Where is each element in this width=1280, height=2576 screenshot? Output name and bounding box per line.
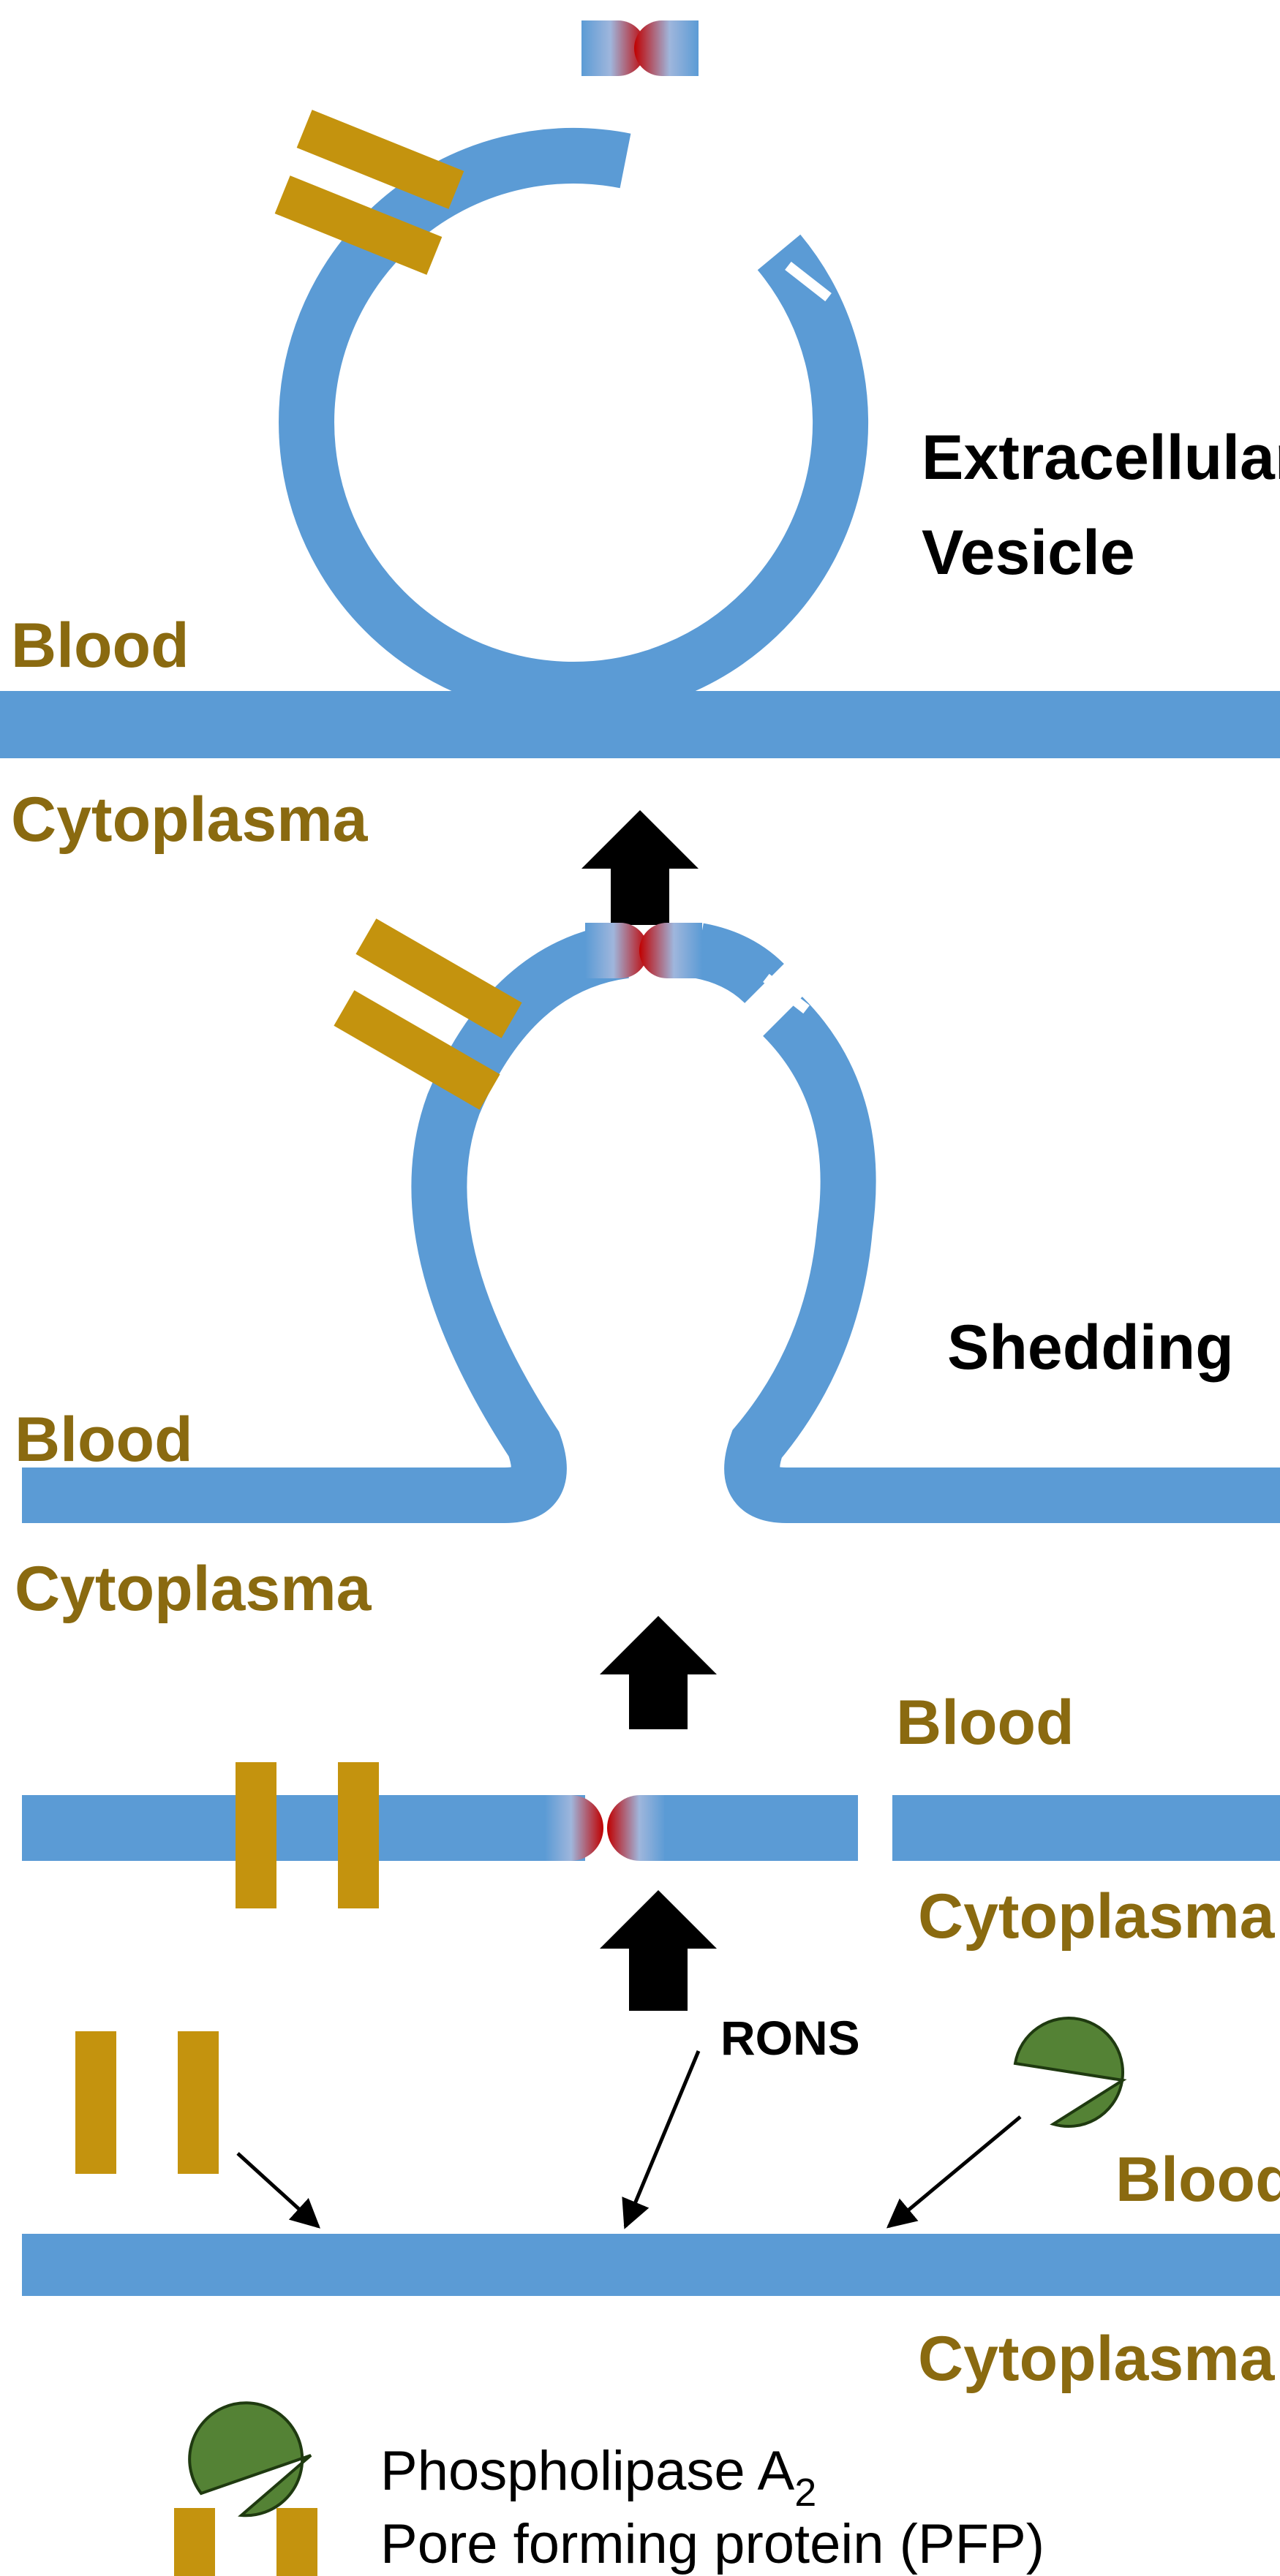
progress-arrow xyxy=(600,1616,717,1729)
enzyme-arrow xyxy=(886,2115,1022,2229)
progress-arrow xyxy=(581,810,699,925)
vesicle-title-line1: Extracellular xyxy=(922,423,1280,493)
pfp-bar xyxy=(236,1762,276,1908)
double-bar-protein-icon xyxy=(276,2508,317,2576)
cytoplasma-label: Cytoplasma xyxy=(11,785,369,855)
stage-vesicle: Extracellular Vesicle Blood Cytoplasma xyxy=(0,20,1280,855)
pfp-bar xyxy=(75,2031,116,2174)
flat-membrane xyxy=(22,2234,1280,2296)
cytoplasma-label: Cytoplasma xyxy=(15,1554,372,1624)
pfp-bar xyxy=(355,918,522,1038)
progress-arrow xyxy=(600,1890,717,2011)
pfp-bar xyxy=(296,110,464,209)
cytoplasma-label: Cytoplasma xyxy=(918,1881,1276,1952)
cytoplasma-label: Cytoplasma xyxy=(918,2324,1276,2394)
shedding-break xyxy=(763,973,810,1014)
blood-label: Blood xyxy=(11,611,189,681)
shedding-membrane xyxy=(724,997,1280,1523)
pfp-bar xyxy=(338,1762,379,1908)
stage-pores: Blood Cytoplasma xyxy=(22,1688,1280,1952)
pfp-bar xyxy=(178,2031,219,2174)
pfp-arrow xyxy=(236,2152,320,2229)
pfp-bar xyxy=(334,990,500,1110)
damaged-end-left xyxy=(581,20,646,76)
legend-protein-label: Pore forming protein (PFP) xyxy=(380,2513,1044,2575)
flat-membrane xyxy=(664,1795,858,1861)
flat-membrane xyxy=(22,1795,585,1861)
damaged-end-left xyxy=(545,1795,603,1861)
legend-enzyme-label: Phospholipase A2 xyxy=(380,2440,816,2515)
blood-label: Blood xyxy=(896,1688,1074,1758)
damaged-end-left xyxy=(585,923,648,978)
blood-label: Blood xyxy=(1115,2145,1280,2215)
rons-arrow xyxy=(622,2050,701,2229)
stage-attack: RONS Blood Cytoplasma xyxy=(22,2011,1280,2394)
damaged-end-right xyxy=(607,1795,666,1861)
shedding-title: Shedding xyxy=(947,1312,1234,1383)
legend-enzyme-subscript: 2 xyxy=(794,2471,816,2515)
damaged-end-right xyxy=(639,923,702,978)
phospholipase-icon xyxy=(1013,2017,1127,2129)
rons-label: RONS xyxy=(720,2011,860,2065)
double-bar-protein-icon xyxy=(174,2508,215,2576)
blood-label: Blood xyxy=(15,1405,193,1475)
vesicle-title-line2: Vesicle xyxy=(922,518,1135,588)
flat-membrane xyxy=(892,1795,1280,1861)
pacman-enzyme-icon xyxy=(188,2401,312,2518)
legend: Phospholipase A2 Pore forming protein (P… xyxy=(174,2401,1044,2576)
shedding-membrane xyxy=(22,923,630,1523)
vesicle-break xyxy=(785,261,832,302)
pfp-bar xyxy=(274,175,443,275)
shedding-membrane-upper xyxy=(693,923,784,1004)
stage-shedding: Shedding Blood Cytoplasma xyxy=(15,918,1280,1624)
flat-membrane xyxy=(0,691,1280,758)
damaged-end-right xyxy=(634,20,699,76)
